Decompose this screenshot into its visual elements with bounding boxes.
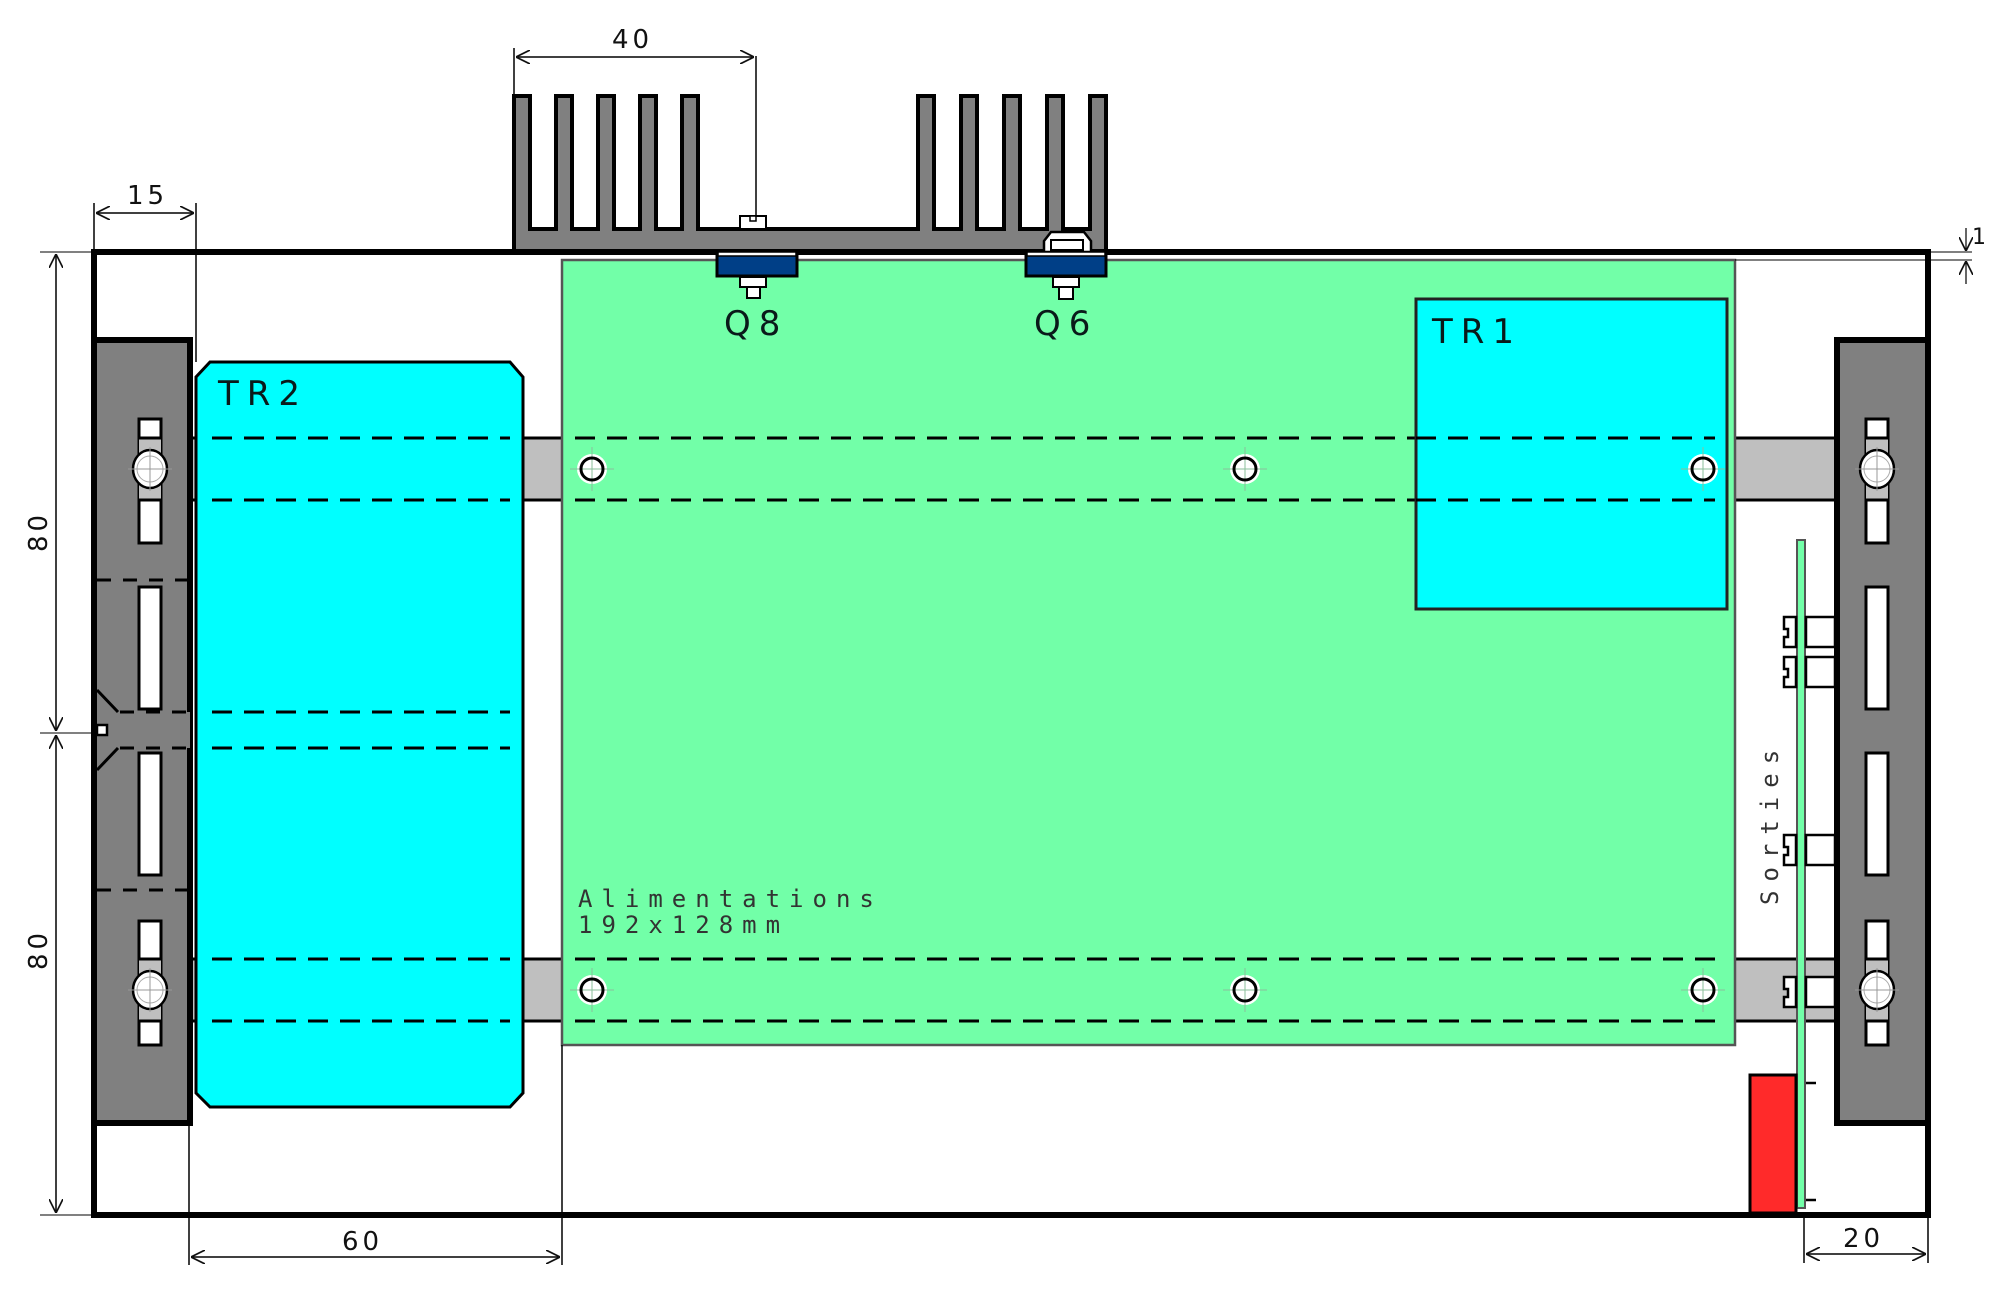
output-jack bbox=[1782, 833, 1837, 867]
screw-left-lower bbox=[128, 968, 172, 1012]
pcb-mounting-hole bbox=[1223, 447, 1267, 491]
pcb-mounting-holes bbox=[570, 447, 1725, 1012]
q6-label: Q6 bbox=[1034, 304, 1098, 344]
pcb-mounting-hole bbox=[1223, 968, 1267, 1012]
pcb-mounting-hole bbox=[1681, 968, 1725, 1012]
screw-right-upper bbox=[1855, 447, 1899, 491]
svg-text:20: 20 bbox=[1843, 1224, 1884, 1254]
dimension-right-clearance: 20 bbox=[1803, 1215, 1929, 1263]
output-jack bbox=[1782, 975, 1837, 1009]
output-jack bbox=[1782, 655, 1837, 689]
heatsink bbox=[512, 94, 1108, 254]
q8-label: Q8 bbox=[724, 304, 788, 344]
left-side-panel bbox=[91, 337, 193, 1126]
pcb-mounting-hole bbox=[1681, 447, 1725, 491]
pcb-mounting-hole bbox=[570, 968, 614, 1012]
pcb-size: 192x128mm bbox=[578, 911, 789, 939]
svg-text:80: 80 bbox=[24, 511, 54, 552]
screw-right-lower bbox=[1855, 968, 1899, 1012]
dimension-height-lower: 80 bbox=[24, 735, 94, 1216]
transformer-tr2: TR2 bbox=[194, 360, 525, 1109]
output-board-sorties: Sorties bbox=[1748, 539, 1837, 1215]
sorties-label: Sorties bbox=[1756, 741, 1784, 905]
transistor-q6: Q6 bbox=[1024, 230, 1108, 344]
pcb-alimentations: Alimentations 192x128mm bbox=[560, 258, 1737, 1047]
svg-text:80: 80 bbox=[24, 929, 54, 970]
dimension-left-panel-width: 15 bbox=[93, 181, 197, 362]
svg-text:60: 60 bbox=[342, 1227, 383, 1257]
transformer-tr1: TR1 bbox=[1414, 297, 1729, 611]
dimension-heatsink-offset: 40 bbox=[513, 25, 754, 96]
left-panel-alignment-pin bbox=[95, 723, 109, 737]
output-connector-block bbox=[1748, 1073, 1798, 1215]
output-jack bbox=[1782, 615, 1837, 649]
pcb-title: Alimentations bbox=[578, 885, 883, 913]
tr2-label: TR2 bbox=[217, 374, 308, 414]
output-jacks bbox=[1782, 615, 1837, 1009]
dimension-height-upper: 80 bbox=[24, 251, 97, 734]
svg-text:15: 15 bbox=[127, 181, 168, 211]
transistor-q8: Q8 bbox=[715, 56, 799, 344]
svg-text:40: 40 bbox=[612, 25, 653, 55]
dimension-frame-gap: 1 bbox=[1735, 225, 1986, 284]
dimension-tr2-to-pcb: 60 bbox=[188, 1045, 563, 1265]
tr1-label: TR1 bbox=[1431, 312, 1522, 352]
pcb-mounting-hole bbox=[570, 447, 614, 491]
screw-left-upper bbox=[128, 447, 172, 491]
svg-text:1: 1 bbox=[1972, 225, 1986, 250]
panel-screws bbox=[128, 447, 1899, 1012]
